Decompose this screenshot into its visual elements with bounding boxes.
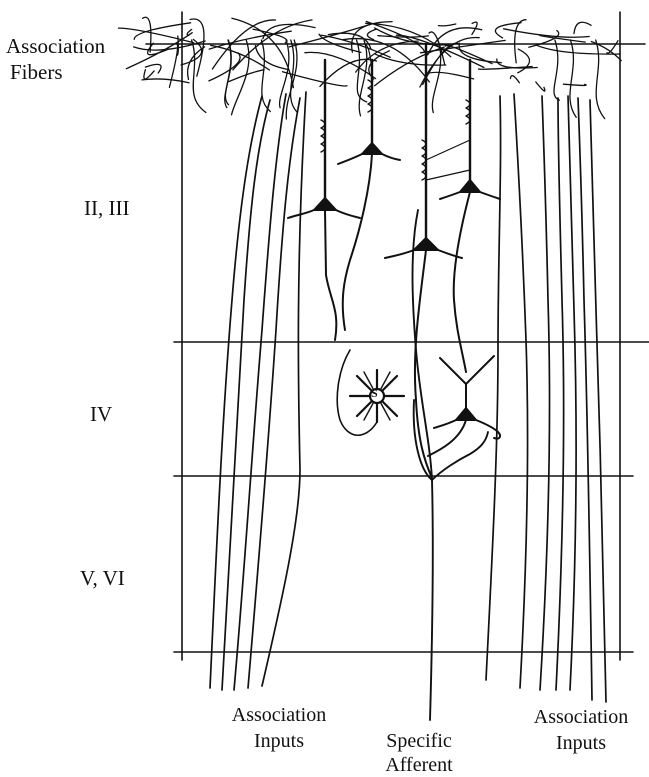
association-fiber bbox=[568, 96, 576, 690]
pyramidal-neuron-2 bbox=[338, 60, 400, 330]
tangle-fiber bbox=[515, 20, 526, 63]
association-input-fibers bbox=[210, 92, 606, 702]
association-fibers-label-line1: Association bbox=[6, 34, 105, 58]
association-inputs-left-label-line1: Association bbox=[214, 704, 344, 727]
association-fiber bbox=[540, 96, 550, 690]
layer-4-label: IV bbox=[90, 402, 112, 426]
association-fiber bbox=[578, 98, 592, 700]
layer-frame bbox=[146, 12, 649, 660]
tangle-fiber bbox=[607, 41, 618, 54]
tangle-fiber bbox=[190, 19, 204, 76]
association-inputs-left-label-line2: Inputs bbox=[214, 730, 344, 753]
association-fiber bbox=[234, 94, 286, 690]
tangle-fiber bbox=[540, 35, 586, 42]
tangle-fiber bbox=[510, 76, 519, 83]
tangle-fiber bbox=[438, 24, 455, 26]
association-inputs-right-label-line2: Inputs bbox=[516, 732, 646, 755]
association-fibers-label-line2: Fibers bbox=[10, 60, 63, 84]
stellate-marker-label: S bbox=[371, 387, 378, 401]
association-fiber bbox=[262, 92, 306, 686]
association-fiber bbox=[556, 98, 564, 690]
specific-afferent-label-line1: Specific bbox=[364, 730, 474, 753]
specific-afferent-label-line2: Afferent bbox=[364, 754, 474, 777]
pyramidal-neuron-4 bbox=[440, 60, 500, 372]
layer-2-3-label: II, III bbox=[84, 196, 129, 220]
tangle-fiber bbox=[280, 40, 289, 108]
pyramidal-neuron-3 bbox=[385, 44, 470, 478]
tangle-fiber bbox=[209, 31, 291, 49]
layer4-pyramidal-cell bbox=[428, 356, 500, 456]
association-fiber bbox=[486, 96, 501, 680]
tangle-fiber bbox=[596, 40, 605, 119]
tangle-fiber bbox=[425, 72, 474, 79]
specific-afferent-fiber bbox=[413, 210, 489, 720]
association-fiber bbox=[590, 100, 606, 702]
association-fiber bbox=[222, 100, 270, 690]
tangle-fiber bbox=[518, 49, 530, 73]
tangle-fiber bbox=[554, 40, 560, 100]
tangle-fiber bbox=[574, 22, 591, 33]
tangle-fiber bbox=[144, 70, 154, 79]
tangle-fiber bbox=[570, 40, 576, 117]
association-inputs-right-label-line1: Association bbox=[516, 706, 646, 729]
tangle-fiber bbox=[359, 40, 367, 116]
tangle-fiber bbox=[134, 41, 206, 50]
layer-5-6-label: V, VI bbox=[80, 566, 125, 590]
tangle-fiber bbox=[367, 29, 376, 40]
association-fiber bbox=[514, 94, 528, 688]
tangle-fiber bbox=[563, 84, 586, 85]
tangle-fiber bbox=[536, 82, 545, 91]
